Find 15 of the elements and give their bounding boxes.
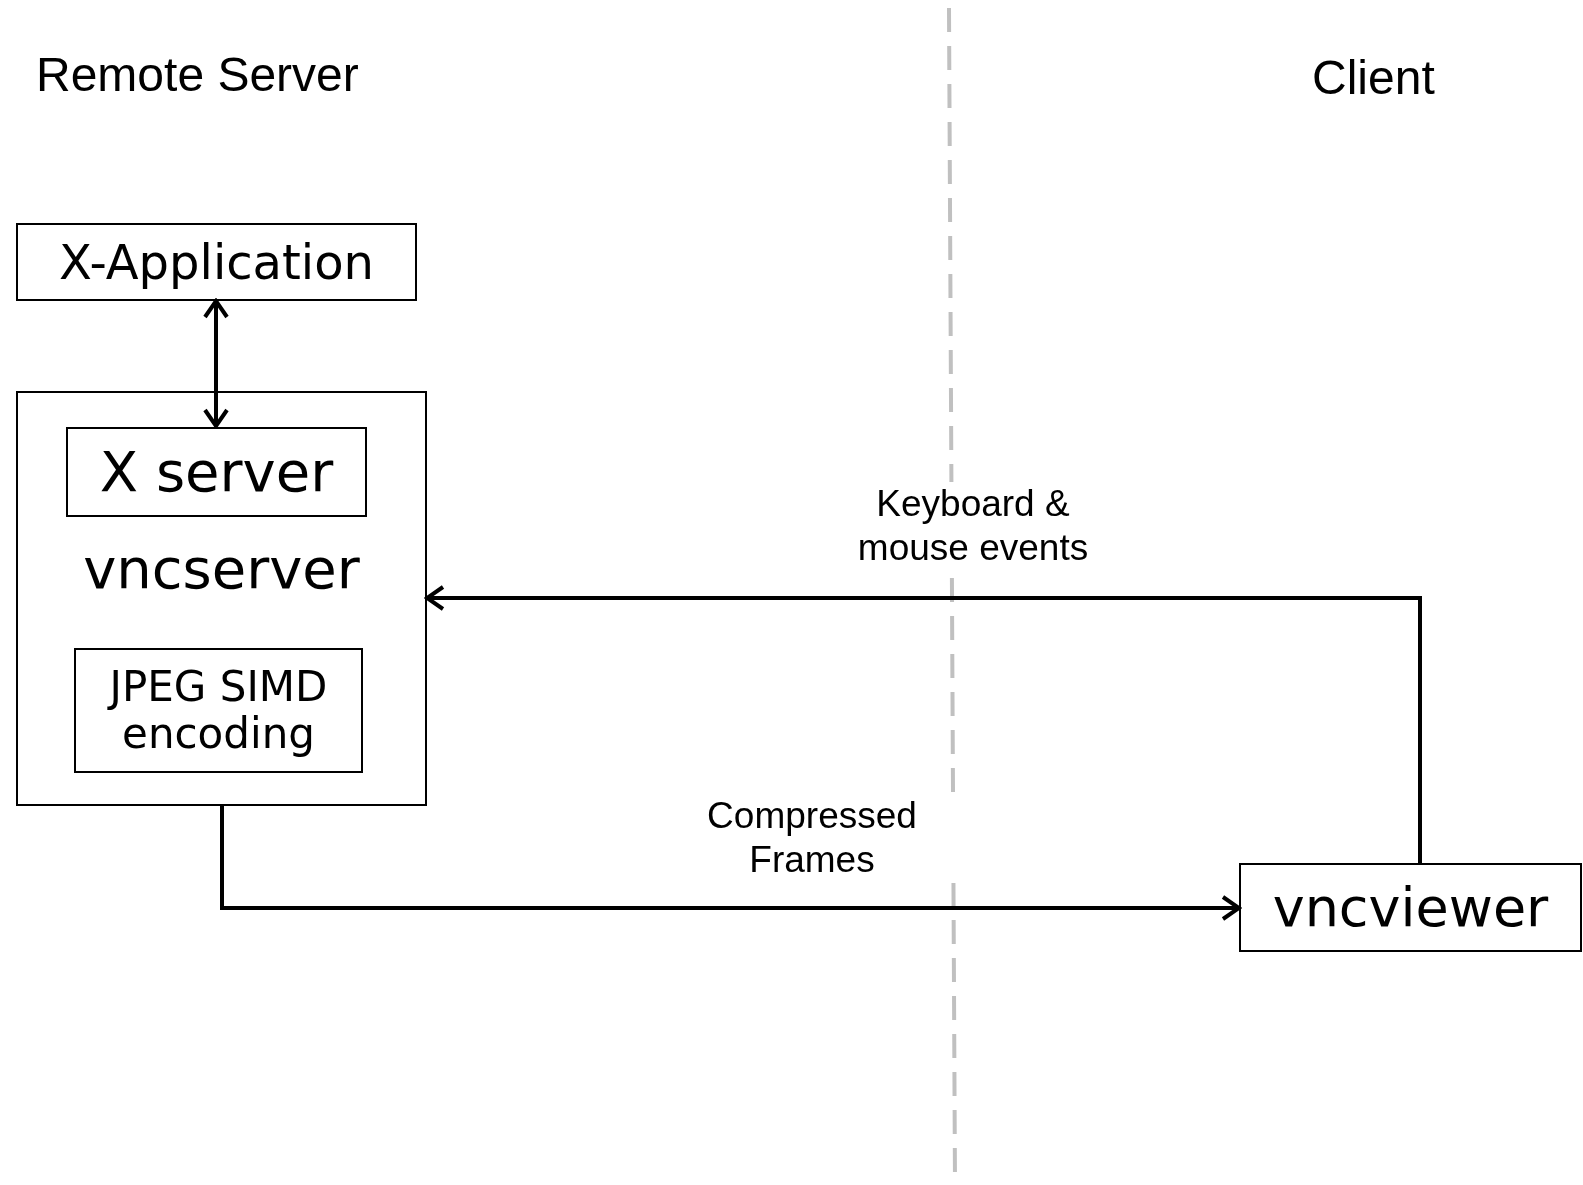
box-text: X server: [99, 441, 334, 503]
arrow: [203, 299, 229, 428]
region-title: Client: [1312, 50, 1435, 106]
box-heading: vncserver: [82, 541, 361, 597]
arrow: [425, 585, 1422, 863]
process-box: [16, 223, 417, 301]
arrow: [220, 806, 1241, 921]
region-title: Remote Server: [36, 47, 359, 103]
process-box: [74, 648, 363, 773]
box-text: vncviewer: [1272, 877, 1549, 938]
process-box: [1239, 863, 1582, 952]
box-text: JPEG SIMD encoding: [106, 664, 329, 757]
process-box: [66, 427, 367, 517]
container-box: [16, 391, 427, 806]
box-text: X-Application: [59, 235, 374, 289]
